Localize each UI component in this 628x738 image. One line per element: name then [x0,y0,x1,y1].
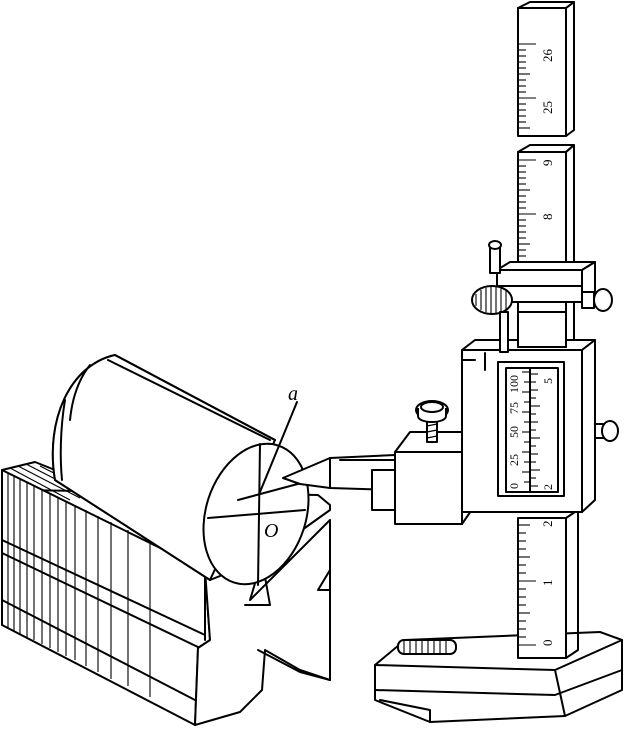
upper-adjust-wheel [471,285,513,315]
label-point-a: a [288,383,298,405]
main-beam-lower [517,509,579,659]
label-a-leader [259,401,298,493]
vernier-window [505,367,559,493]
lower-scale-ticks [518,524,536,646]
upper-adjust-slider [471,240,613,353]
middle-scale-number-9: 9 [540,160,555,167]
height-gauge-base [374,631,623,723]
main-beam-upper [517,1,575,137]
lower-scale-number-1: 1 [540,580,555,587]
vernier-number-75: 75 [507,402,521,414]
label-center-o: O [264,520,278,542]
vernier-main-number-2: 2 [541,484,555,490]
upper-scale-ticks [518,43,536,129]
lower-scale-number-2: 2 [540,521,555,528]
vernier-number-0: 0 [507,483,521,489]
vernier-number-100: 100 [507,375,521,393]
cylinder-workpiece [51,354,321,586]
upper-scale-number-26: 26 [540,49,555,63]
upper-scale-number-25: 25 [540,101,555,114]
lower-scale-number-0: 0 [540,640,555,647]
clamp-screw [415,400,449,443]
vernier-main-number-5: 5 [541,378,555,384]
vernier-number-25: 25 [507,454,521,466]
vernier-number-50: 50 [507,426,521,438]
fine-adjust-knob [397,639,457,655]
v-block-hatching [7,473,151,697]
middle-scale-number-8: 8 [540,214,555,221]
vernier-ticks [522,371,540,487]
upper-lock-screw [581,288,613,312]
slider-lock-screw [594,420,619,442]
vernier-slider [461,339,619,513]
